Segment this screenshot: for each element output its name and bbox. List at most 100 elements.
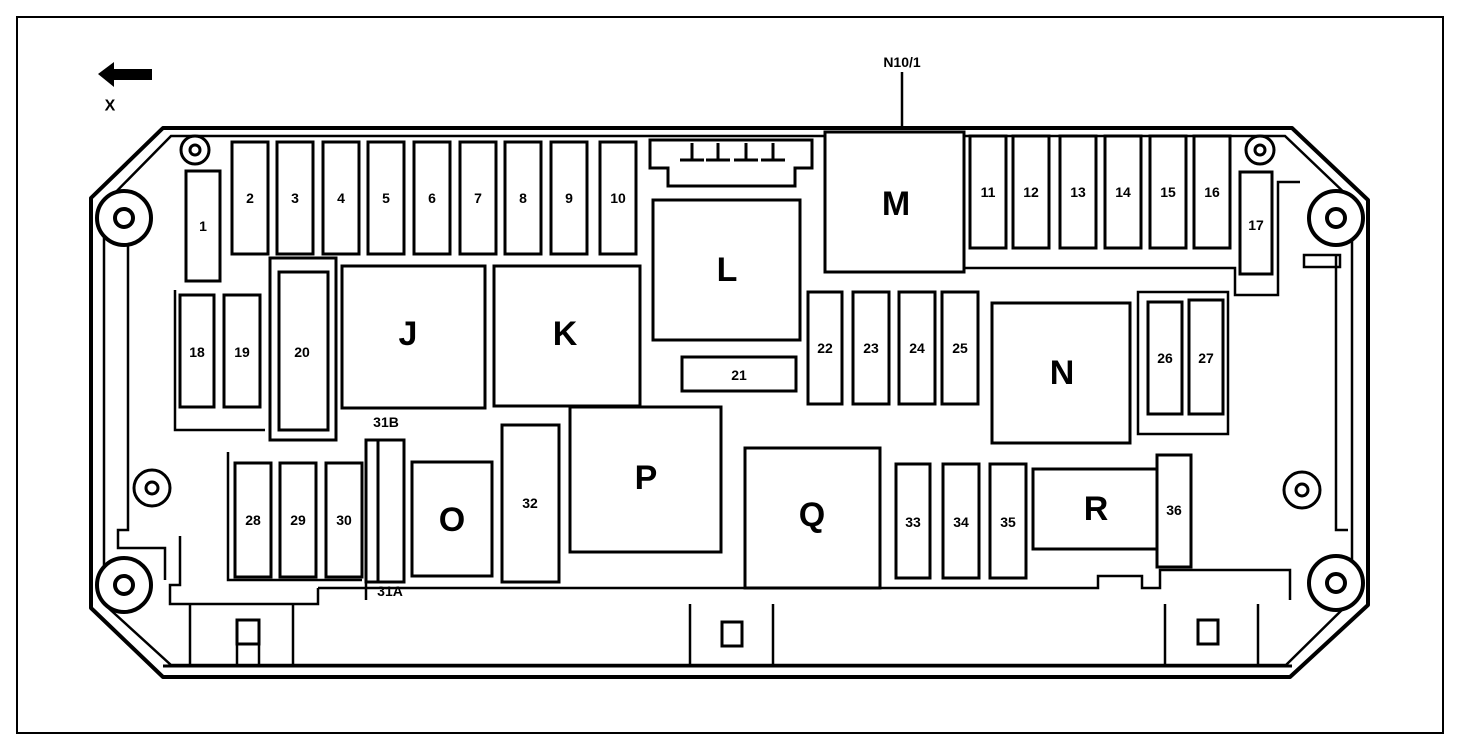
svg-text:16: 16 bbox=[1204, 184, 1220, 200]
fuse-1: 1 bbox=[184, 169, 222, 283]
fuse-31b-label: 31B bbox=[373, 414, 399, 430]
fuse-5: 5 bbox=[366, 140, 406, 256]
inner-top-right-rail bbox=[965, 180, 1300, 297]
fuse-12: 12 bbox=[1011, 134, 1051, 250]
svg-text:8: 8 bbox=[519, 190, 527, 206]
svg-text:13: 13 bbox=[1070, 184, 1086, 200]
svg-text:30: 30 bbox=[336, 512, 352, 528]
svg-text:19: 19 bbox=[234, 344, 250, 360]
svg-text:24: 24 bbox=[909, 340, 925, 356]
svg-text:12: 12 bbox=[1023, 184, 1039, 200]
fuse-36: 36 bbox=[1155, 453, 1193, 569]
svg-text:M: M bbox=[882, 185, 910, 223]
bottom-tabs bbox=[188, 604, 1260, 666]
svg-text:P: P bbox=[635, 459, 658, 497]
small-bracket bbox=[1302, 253, 1342, 269]
fuse-18: 18 bbox=[178, 293, 216, 409]
svg-text:25: 25 bbox=[952, 340, 968, 356]
svg-text:5: 5 bbox=[382, 190, 390, 206]
left-fuse-bracket-2 bbox=[226, 452, 362, 582]
svg-text:7: 7 bbox=[474, 190, 482, 206]
svg-text:27: 27 bbox=[1198, 350, 1214, 366]
fuse-9: 9 bbox=[549, 140, 589, 256]
fuse-11: 11 bbox=[968, 134, 1008, 250]
relay-Q: Q bbox=[743, 446, 882, 590]
fuse-21: 21 bbox=[680, 355, 798, 393]
fuse-22: 22 bbox=[806, 290, 844, 406]
relay-L: L bbox=[651, 198, 802, 342]
fuse-34: 34 bbox=[941, 462, 981, 580]
inner-right-rail bbox=[1334, 256, 1348, 532]
fuse-16: 16 bbox=[1192, 134, 1232, 250]
relay-R: R bbox=[1031, 467, 1160, 551]
relay-P: P bbox=[568, 405, 723, 554]
svg-text:J: J bbox=[399, 315, 418, 353]
connector-socket bbox=[648, 138, 814, 188]
svg-text:29: 29 bbox=[290, 512, 306, 528]
left-fuse-bracket bbox=[173, 290, 265, 432]
inner-bottom-rail bbox=[318, 568, 1292, 600]
relay-N: N bbox=[990, 301, 1132, 445]
fuse-3: 3 bbox=[275, 140, 315, 256]
fuse-8: 8 bbox=[503, 140, 543, 256]
fuse-7: 7 bbox=[458, 140, 498, 256]
svg-text:L: L bbox=[717, 251, 738, 289]
svg-text:9: 9 bbox=[565, 190, 573, 206]
fuse-30: 30 bbox=[324, 461, 364, 579]
fuse-17: 17 bbox=[1238, 170, 1274, 276]
fuse-25: 25 bbox=[940, 290, 980, 406]
svg-text:R: R bbox=[1084, 490, 1109, 528]
housing-outline bbox=[89, 126, 1370, 679]
svg-text:32: 32 bbox=[522, 495, 538, 511]
fuse-10: 10 bbox=[598, 140, 638, 256]
fuse-6: 6 bbox=[412, 140, 452, 256]
fuse-31a-label: 31A bbox=[377, 583, 403, 599]
fuse-26-27-holder bbox=[1136, 290, 1230, 436]
fuse-14: 14 bbox=[1103, 134, 1143, 250]
svg-text:4: 4 bbox=[337, 190, 345, 206]
inner-left-rail bbox=[116, 246, 167, 580]
fuse-20: 20 bbox=[268, 256, 338, 442]
svg-text:33: 33 bbox=[905, 514, 921, 530]
svg-text:10: 10 bbox=[610, 190, 626, 206]
svg-text:34: 34 bbox=[953, 514, 969, 530]
svg-text:K: K bbox=[553, 315, 578, 353]
fuse-15: 15 bbox=[1148, 134, 1188, 250]
svg-text:18: 18 bbox=[189, 344, 205, 360]
fuse-13: 13 bbox=[1058, 134, 1098, 250]
relay-M: M bbox=[823, 130, 966, 274]
fuse-24: 24 bbox=[897, 290, 937, 406]
svg-text:1: 1 bbox=[199, 218, 207, 234]
fuse-19: 19 bbox=[222, 293, 262, 409]
figure-frame bbox=[16, 16, 1444, 734]
svg-text:3: 3 bbox=[291, 190, 299, 206]
fuse-32: 32 bbox=[500, 423, 561, 584]
svg-text:35: 35 bbox=[1000, 514, 1016, 530]
fuse-23: 23 bbox=[851, 290, 891, 406]
svg-text:23: 23 bbox=[863, 340, 879, 356]
mounting-holes bbox=[95, 134, 1365, 614]
svg-text:28: 28 bbox=[245, 512, 261, 528]
direction-arrow-icon bbox=[98, 62, 152, 87]
relay-K: K bbox=[492, 264, 642, 408]
left-lower-bracket bbox=[168, 536, 320, 606]
svg-text:N: N bbox=[1050, 354, 1075, 392]
fuse-35: 35 bbox=[988, 462, 1028, 580]
svg-text:36: 36 bbox=[1166, 502, 1182, 518]
svg-text:20: 20 bbox=[294, 344, 310, 360]
svg-text:Q: Q bbox=[799, 496, 825, 534]
svg-text:11: 11 bbox=[981, 184, 996, 200]
relay-O: O bbox=[410, 460, 494, 578]
svg-text:O: O bbox=[439, 501, 465, 539]
svg-text:6: 6 bbox=[428, 190, 436, 206]
fuse-28: 28 bbox=[233, 461, 273, 579]
fuse-27: 27 bbox=[1187, 298, 1225, 416]
svg-text:14: 14 bbox=[1115, 184, 1131, 200]
fuse-31 bbox=[364, 438, 406, 600]
fuse-26: 26 bbox=[1146, 300, 1184, 416]
fuse-4: 4 bbox=[321, 140, 361, 256]
direction-label: X bbox=[105, 98, 116, 115]
svg-text:21: 21 bbox=[731, 367, 747, 383]
fuse-2: 2 bbox=[230, 140, 270, 256]
